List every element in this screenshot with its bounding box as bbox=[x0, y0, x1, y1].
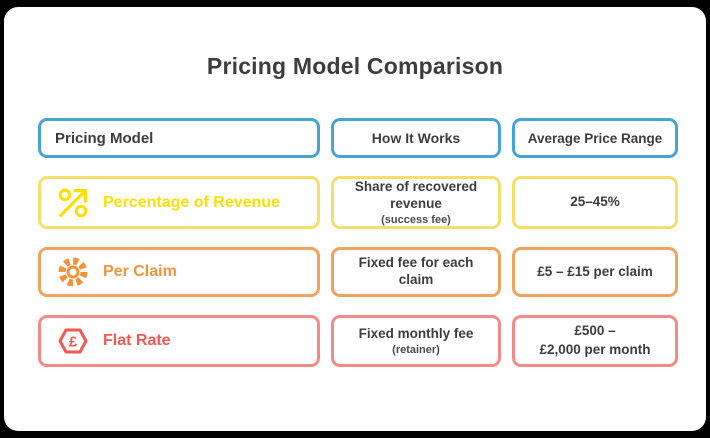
svg-text:£: £ bbox=[69, 334, 78, 351]
gear-icon bbox=[53, 252, 93, 292]
per-claim-how-text: Fixed fee for each claim bbox=[358, 255, 474, 287]
row-percentage-of-revenue-label: Percentage of Revenue bbox=[103, 193, 280, 211]
percentage-how-note: (success fee) bbox=[381, 214, 451, 227]
cell-percentage-price: 25–45% bbox=[512, 176, 678, 229]
header-average-price-range: Average Price Range bbox=[512, 118, 678, 158]
coin-icon: £ bbox=[53, 321, 93, 361]
percentage-price-text: 25–45% bbox=[570, 194, 620, 210]
cell-per-claim-how: Fixed fee for each claim bbox=[331, 247, 501, 297]
header-pricing-model: Pricing Model bbox=[38, 118, 320, 158]
row-flat-rate-label: Flat Rate bbox=[103, 332, 171, 349]
row-per-claim-label: Per Claim bbox=[103, 263, 177, 280]
cell-flat-rate-price: £500 – £2,000 per month bbox=[512, 315, 678, 367]
cell-percentage-how: Share of recovered revenue (success fee) bbox=[331, 176, 501, 229]
header-average-price-range-label: Average Price Range bbox=[527, 130, 663, 146]
row-percentage-of-revenue: Percentage of Revenue bbox=[38, 176, 320, 229]
header-how-it-works: How It Works bbox=[331, 118, 501, 158]
cell-per-claim-price: £5 – £15 per claim bbox=[512, 247, 678, 297]
percent-growth-icon bbox=[53, 183, 93, 223]
percentage-how-text: Share of recovered revenue bbox=[354, 178, 478, 211]
per-claim-price-text: £5 – £15 per claim bbox=[537, 263, 653, 279]
flat-rate-price-text: £500 – bbox=[574, 323, 616, 339]
diagram-canvas: Pricing Model Comparison Pricing Model H… bbox=[4, 7, 706, 431]
row-flat-rate: £ Flat Rate bbox=[38, 315, 320, 367]
header-how-it-works-label: How It Works bbox=[371, 130, 461, 146]
cell-flat-rate-how: Fixed monthly fee (retainer) bbox=[331, 315, 501, 367]
pricing-comparison-table: Pricing Model How It Works Average Price… bbox=[38, 118, 678, 367]
page-title: Pricing Model Comparison bbox=[206, 53, 504, 79]
row-per-claim: Per Claim bbox=[38, 247, 320, 297]
flat-rate-how-note: (retainer) bbox=[392, 344, 440, 357]
flat-rate-how-text: Fixed monthly fee bbox=[358, 325, 474, 341]
header-pricing-model-label: Pricing Model bbox=[55, 129, 154, 147]
flat-rate-price-line2: £2,000 per month bbox=[539, 342, 651, 357]
